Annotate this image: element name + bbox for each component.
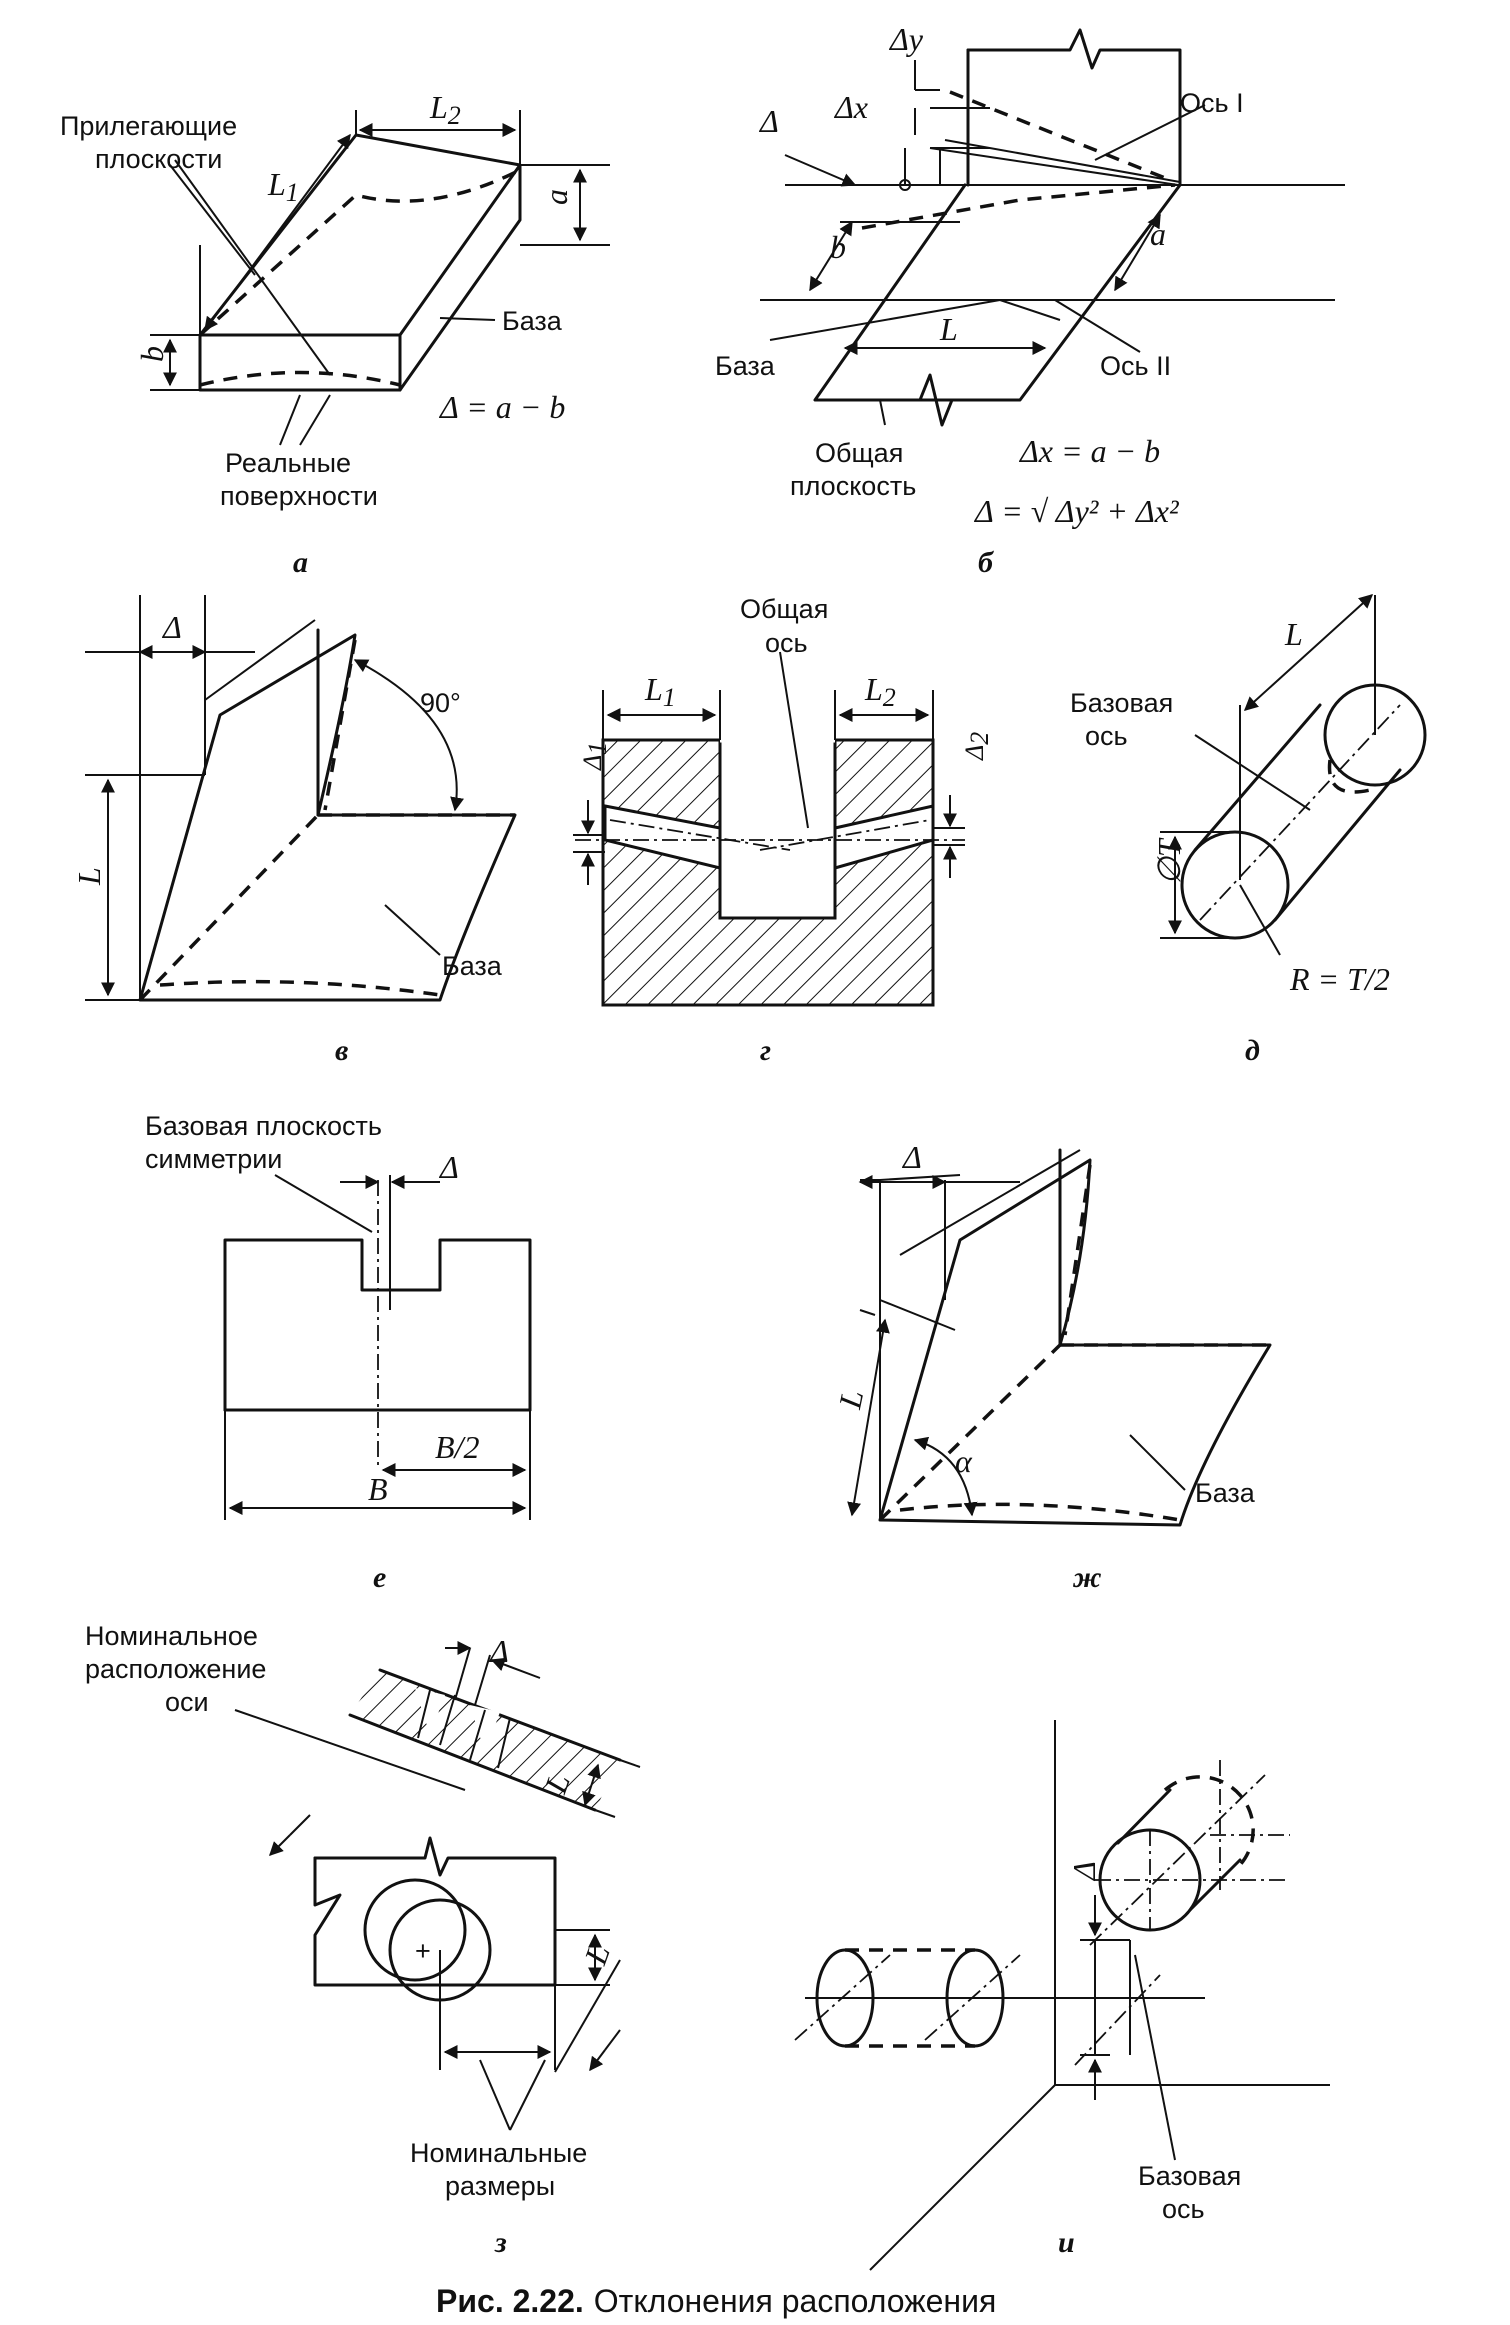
- delta2-label: Δ2: [960, 732, 994, 761]
- panel-letter-v: в: [335, 1034, 348, 1067]
- formula-b1: Δx = a − b: [1018, 433, 1160, 469]
- panel-b: Δ Δx Δy Ось I b a L База Ось II Общая пл…: [715, 21, 1345, 579]
- a-dim-label: a: [538, 189, 574, 205]
- angle-90-label: 90°: [420, 688, 461, 718]
- delta-label-z: Δ: [488, 1633, 509, 1669]
- dx-label: Δx: [833, 89, 868, 125]
- B-label: B: [368, 1471, 388, 1507]
- caption-prefix: Рис. 2.22.: [436, 2283, 584, 2319]
- base-label-zh: База: [1195, 1478, 1256, 1508]
- panel-d: L Базовая ось ∅T R = T/2 д: [1070, 594, 1427, 1067]
- L-label-b: L: [939, 311, 958, 347]
- b-dim-label-b: b: [830, 229, 846, 265]
- base-axis-label-2-d: ось: [1085, 721, 1128, 751]
- delta-label-e: Δ: [438, 1149, 459, 1185]
- caption-text: Отклонения расположения: [594, 2283, 997, 2319]
- L-label-v: L: [71, 867, 107, 886]
- L1-label: L1: [267, 166, 299, 207]
- common-plane-label-2: плоскость: [790, 471, 916, 501]
- base-axis-label-2-i: ось: [1162, 2194, 1205, 2224]
- base-axis-label-1-i: Базовая: [1138, 2161, 1241, 2191]
- base-label-b: База: [715, 351, 776, 381]
- panel-e: Базовая плоскость симметрии Δ B/2 B е: [145, 1111, 532, 1594]
- common-plane-label-1: Общая: [815, 438, 903, 468]
- b-dim-label: b: [134, 346, 170, 362]
- base-label-a: База: [502, 306, 563, 336]
- alpha-label: α: [955, 1443, 973, 1479]
- real-surfaces-label-1: Реальные: [225, 448, 351, 478]
- common-axis-label-2: ось: [765, 628, 808, 658]
- panel-a: Прилегающие плоскости L1 L2 a b База Δ =…: [60, 89, 610, 579]
- L1-label-g: L1: [644, 671, 676, 712]
- delta-label-i: Δ: [1066, 1861, 1102, 1882]
- L-label-d: L: [1284, 616, 1303, 652]
- L-label-zh: L: [831, 1387, 870, 1413]
- diameter-label: ∅T: [1151, 837, 1187, 885]
- base-axis-label-1-d: Базовая: [1070, 688, 1173, 718]
- axis2-label: Ось II: [1100, 351, 1171, 381]
- panel-letter-a: а: [293, 546, 308, 579]
- panel-letter-d: д: [1245, 1034, 1260, 1067]
- nominal-axis-label-2: расположение: [85, 1654, 266, 1684]
- sym-plane-label-1: Базовая плоскость: [145, 1111, 382, 1141]
- panel-z: + Номинальное расположение оси Δ L L Ном…: [85, 1621, 641, 2259]
- panel-i: Δ Базовая ось и: [794, 1720, 1330, 2271]
- a-dim-label-b: a: [1150, 216, 1166, 252]
- adjacent-planes-label-1: Прилегающие: [60, 111, 237, 141]
- delta-label-b: Δ: [758, 103, 779, 139]
- panel-letter-g: г: [760, 1034, 771, 1067]
- center-cross: +: [415, 1936, 431, 1966]
- axis1-label: Ось I: [1180, 88, 1244, 118]
- adjacent-planes-label-2: плоскости: [95, 144, 222, 174]
- radius-label: R = T/2: [1289, 961, 1390, 997]
- nominal-dims-label-2: размеры: [445, 2171, 555, 2201]
- formula-a: Δ = a − b: [438, 389, 565, 425]
- panel-letter-zh: ж: [1072, 1561, 1102, 1594]
- nominal-axis-label-1: Номинальное: [85, 1621, 258, 1651]
- real-surfaces-label-2: поверхности: [220, 481, 378, 511]
- delta-label-zh: Δ: [901, 1139, 922, 1175]
- dy-label: Δy: [888, 21, 924, 57]
- L2-label: L2: [429, 89, 461, 130]
- base-label-v: База: [442, 951, 503, 981]
- panel-g: Общая ось L1 L2 Δ1 Δ2 г: [573, 594, 994, 1067]
- formula-b2: Δ = √ Δy² + Δx²: [973, 493, 1180, 529]
- delta1-label: Δ1: [578, 742, 612, 771]
- sym-plane-label-2: симметрии: [145, 1144, 282, 1174]
- nominal-dims-label-1: Номинальные: [410, 2138, 587, 2168]
- L2-label-g: L2: [864, 671, 896, 712]
- panel-letter-b: б: [978, 546, 994, 579]
- nominal-axis-label-3: оси: [165, 1687, 209, 1717]
- panel-zh: Δ L α База ж: [831, 1139, 1272, 1594]
- panel-letter-z: з: [494, 2226, 507, 2259]
- delta-label-v: Δ: [161, 609, 182, 645]
- L-label-z-side: L: [577, 1940, 617, 1970]
- panel-letter-e: е: [373, 1561, 386, 1594]
- panel-v: Δ 90° L База в: [71, 595, 517, 1067]
- half-B-label: B/2: [435, 1429, 479, 1465]
- figure-caption: Рис. 2.22. Отклонения расположения: [436, 2283, 996, 2319]
- common-axis-label-1: Общая: [740, 594, 828, 624]
- panel-letter-i: и: [1058, 2226, 1075, 2259]
